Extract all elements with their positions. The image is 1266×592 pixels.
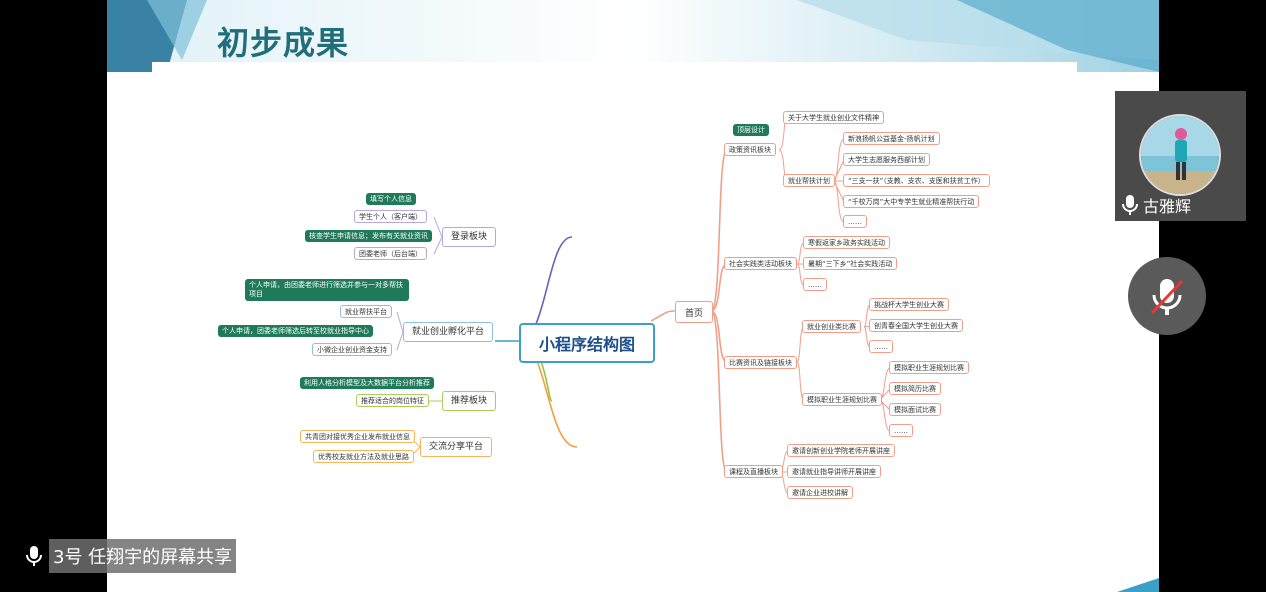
employment-help-plan-node[interactable]: 就业帮扶计划 [783, 174, 835, 187]
plan-item-2[interactable]: 大学生志愿服务西部计划 [843, 153, 930, 166]
participant-name: 古雅辉 [1143, 197, 1192, 216]
center-node[interactable]: 小程序结构图 [519, 323, 655, 363]
recommend-branch[interactable]: 推荐板块 [442, 391, 497, 411]
course-item-1[interactable]: 邀请创新创业学院老师开展讲座 [787, 444, 895, 457]
contest-branch[interactable]: 比赛资讯及链接板块 [724, 356, 797, 369]
slide-footer-decoration [1117, 578, 1159, 592]
login-student-node[interactable]: 学生个人（客户端） [354, 210, 427, 223]
plan-item-more[interactable]: …… [843, 215, 867, 228]
mute-toggle-button[interactable] [1128, 257, 1206, 335]
practice-item-more[interactable]: …… [803, 278, 827, 291]
microphone-icon [1122, 195, 1138, 215]
participant-name-row: 古雅辉 [1121, 193, 1191, 217]
incubator-tag-help: 个人申请，由团委老师进行筛选并参与一对多帮扶项目 [245, 279, 409, 301]
incubator-fund-node[interactable]: 小微企业创业资金支持 [312, 343, 392, 356]
exchange-enterprise-node[interactable]: 共青团对接优秀企业发布就业信息 [300, 430, 415, 443]
login-tag-student: 填写个人信息 [366, 193, 416, 205]
login-teacher-node[interactable]: 团委老师（后台端） [354, 247, 427, 260]
recommend-tag: 利用人格分析模型及大数据平台分析推荐 [300, 377, 434, 389]
plan-item-4[interactable]: “千校万岗”大中专学生就业精准帮扶行动 [843, 195, 980, 208]
exchange-branch[interactable]: 交流分享平台 [420, 437, 493, 457]
top-design-tag: 顶层设计 [733, 124, 769, 136]
incubator-help-node[interactable]: 就业帮扶平台 [340, 305, 392, 318]
incubator-tag-fund: 个人申请，团委老师筛选后转至校就业指导中心 [218, 325, 373, 337]
contest-career-plan[interactable]: 模拟职业生涯规划比赛 [889, 361, 969, 374]
policy-document-node[interactable]: 关于大学生就业创业文件精神 [783, 111, 884, 124]
contest-entrepreneur-node[interactable]: 就业创业类比赛 [802, 320, 861, 333]
plan-item-1[interactable]: 新浪扬帆公益基金-扬帆计划 [843, 132, 940, 145]
incubator-branch[interactable]: 就业创业孵化平台 [403, 322, 494, 342]
course-branch[interactable]: 课程及直播板块 [724, 465, 783, 478]
login-branch[interactable]: 登录板块 [442, 227, 497, 247]
screen-share-text: 3号 任翔宇的屏幕共享 [49, 539, 237, 573]
practice-item-2[interactable]: 暑期“三下乡”社会实践活动 [803, 257, 898, 270]
slide-title: 初步成果 [217, 24, 350, 62]
share-microphone-icon [26, 546, 42, 566]
recommend-position-node[interactable]: 推荐适合的岗位特征 [356, 394, 429, 407]
screen-share-label: 3号 任翔宇的屏幕共享 [25, 537, 237, 575]
policy-branch[interactable]: 政策资讯板块 [724, 143, 776, 156]
contest-career-more[interactable]: …… [889, 424, 913, 437]
home-node[interactable]: 首页 [675, 301, 713, 323]
contest-career-node[interactable]: 模拟职业生涯规划比赛 [802, 393, 882, 406]
shared-slide: 初步成果 登录板块 填写个人信息 学生个人（客户端） 核查学生申请信息； [107, 0, 1159, 592]
contest-youth[interactable]: 创青春全国大学生创业大赛 [869, 319, 963, 332]
practice-branch[interactable]: 社会实践类活动板块 [724, 257, 797, 270]
practice-item-1[interactable]: 寒假返家乡政务实践活动 [803, 236, 890, 249]
course-item-2[interactable]: 邀请就业指导讲师开展讲座 [787, 465, 881, 478]
contest-resume[interactable]: 模拟简历比赛 [889, 382, 941, 395]
contest-challenge-cup[interactable]: 挑战杯大学生创业大赛 [869, 298, 949, 311]
login-tag-teacher: 核查学生申请信息；发布有关就业资讯 [305, 230, 432, 242]
slide-header-decoration [107, 0, 1159, 72]
course-item-3[interactable]: 邀请企业进校讲解 [787, 486, 853, 499]
participant-video-tile[interactable]: 古雅辉 [1115, 91, 1246, 221]
participant-avatar [1139, 114, 1221, 196]
plan-item-3[interactable]: “三支一扶”（支教、支农、支医和扶贫工作） [843, 174, 990, 187]
contest-interview[interactable]: 模拟面试比赛 [889, 403, 941, 416]
microphone-muted-icon [1150, 279, 1184, 315]
contest-more[interactable]: …… [869, 340, 893, 353]
exchange-alumni-node[interactable]: 优秀校友就业方法及就业思路 [313, 450, 414, 463]
